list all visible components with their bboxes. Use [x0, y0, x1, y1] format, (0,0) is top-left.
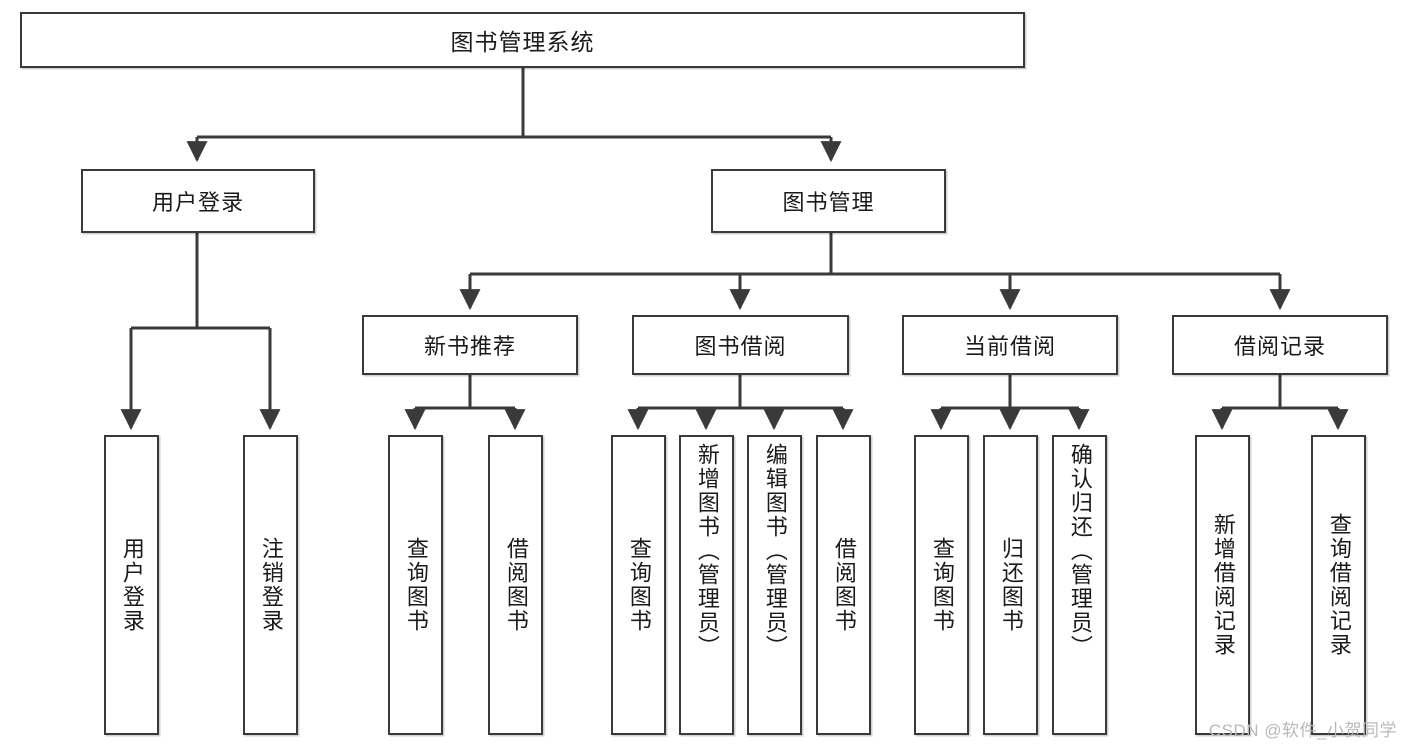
leaf-confirm-return-admin[interactable]: 确认归还（管理员）	[1052, 435, 1107, 735]
watermark: CSDN @软件_小贺同学	[1208, 721, 1397, 740]
node-label: 用户登录	[151, 190, 244, 215]
leaf-query-book-current[interactable]: 查询图书	[914, 435, 969, 735]
node-borrow-record[interactable]: 借阅记录	[1172, 315, 1388, 375]
node-label: 确认归还（管理员）	[1067, 443, 1093, 659]
node-label: 查询借阅记录	[1326, 513, 1352, 657]
leaf-query-book-borrow[interactable]: 查询图书	[611, 435, 666, 735]
node-label: 查询图书	[626, 537, 652, 633]
node-label: 新增图书（管理员）	[694, 443, 720, 659]
node-label: 查询图书	[403, 537, 429, 633]
leaf-borrow-book[interactable]: 借阅图书	[816, 435, 871, 735]
node-new-book-recommend[interactable]: 新书推荐	[362, 315, 578, 375]
leaf-add-borrow-record[interactable]: 新增借阅记录	[1195, 435, 1250, 735]
node-label: 编辑图书（管理员）	[762, 443, 788, 659]
leaf-query-borrow-record[interactable]: 查询借阅记录	[1311, 435, 1366, 735]
node-label: 借阅图书	[831, 537, 857, 633]
node-label: 归还图书	[998, 537, 1024, 633]
node-label: 新增借阅记录	[1210, 513, 1236, 657]
node-label: 图书借阅	[694, 334, 787, 359]
node-label: 图书管理系统	[450, 29, 595, 55]
leaf-user-login[interactable]: 用户登录	[104, 435, 159, 735]
node-root-book-management-system[interactable]: 图书管理系统	[20, 12, 1025, 68]
node-label: 借阅图书	[503, 537, 529, 633]
leaf-query-book-recommend[interactable]: 查询图书	[388, 435, 443, 735]
leaf-borrow-book-recommend[interactable]: 借阅图书	[488, 435, 543, 735]
leaf-return-book[interactable]: 归还图书	[983, 435, 1038, 735]
node-label: 图书管理	[782, 190, 875, 215]
node-user-login[interactable]: 用户登录	[81, 169, 315, 233]
node-label: 借阅记录	[1233, 334, 1326, 359]
node-label: 注销登录	[258, 537, 284, 633]
leaf-edit-book-admin[interactable]: 编辑图书（管理员）	[747, 435, 802, 735]
leaf-logout[interactable]: 注销登录	[243, 435, 298, 735]
node-current-borrow[interactable]: 当前借阅	[902, 315, 1118, 375]
node-label: 用户登录	[119, 537, 145, 633]
node-label: 新书推荐	[423, 334, 516, 359]
node-book-borrow[interactable]: 图书借阅	[632, 315, 849, 375]
node-label: 当前借阅	[963, 334, 1056, 359]
leaf-add-book-admin[interactable]: 新增图书（管理员）	[679, 435, 734, 735]
node-book-management[interactable]: 图书管理	[711, 169, 946, 233]
node-label: 查询图书	[929, 537, 955, 633]
